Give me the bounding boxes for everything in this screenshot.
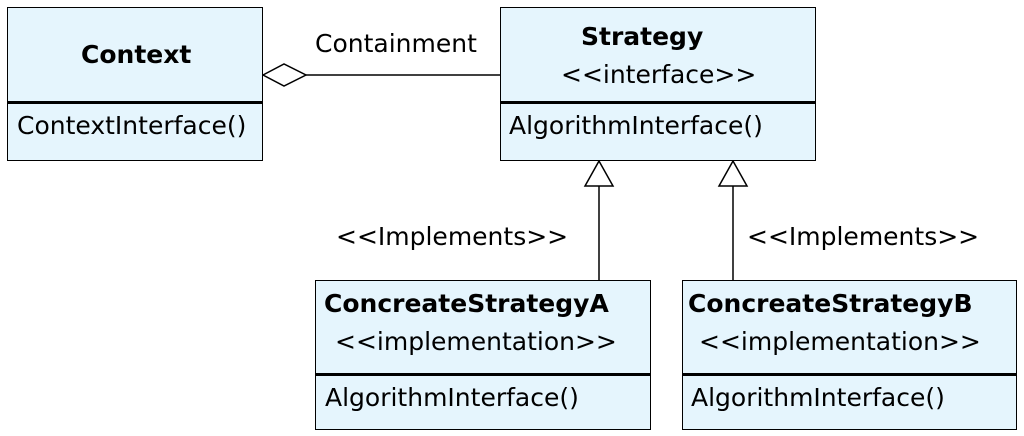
containment-label: Containment [315,29,477,58]
context-class-header: Context [8,8,262,104]
concrete-strategy-b-header: ConcreateStrategyB <<implementation>> [683,281,1016,376]
concrete-strategy-b-box[interactable]: ConcreateStrategyB <<implementation>> Al… [682,280,1017,430]
concrete-strategy-a-stereotype: <<implementation>> [335,327,617,356]
realization-b-arrowhead [717,159,749,187]
implements-a-label: <<Implements>> [336,222,569,251]
concrete-strategy-a-name: ConcreateStrategyA [324,289,609,318]
concrete-strategy-a-header: ConcreateStrategyA <<implementation>> [316,281,650,376]
strategy-class-header: Strategy <<interface>> [501,8,815,104]
strategy-stereotype: <<interface>> [561,60,757,89]
concrete-strategy-b-operation: AlgorithmInterface() [691,383,945,412]
realization-a [583,159,615,280]
strategy-operation: AlgorithmInterface() [509,111,763,140]
concrete-strategy-b-name: ConcreateStrategyB [688,289,973,318]
concrete-strategy-a-operation: AlgorithmInterface() [325,383,579,412]
concrete-strategy-a-box[interactable]: ConcreateStrategyA <<implementation>> Al… [315,280,651,430]
strategy-class-box[interactable]: Strategy <<interface>> AlgorithmInterfac… [500,7,816,161]
strategy-class-name: Strategy [581,22,704,51]
aggregation-diamond [261,63,308,87]
concrete-strategy-b-stereotype: <<implementation>> [699,327,981,356]
implements-b-label: <<Implements>> [747,222,980,251]
containment-association [261,63,500,87]
realization-a-arrowhead [583,159,615,187]
context-operation: ContextInterface() [17,111,247,140]
context-class-name: Context [81,40,192,69]
realization-b [717,159,749,280]
context-class-box[interactable]: Context ContextInterface() [7,7,263,161]
